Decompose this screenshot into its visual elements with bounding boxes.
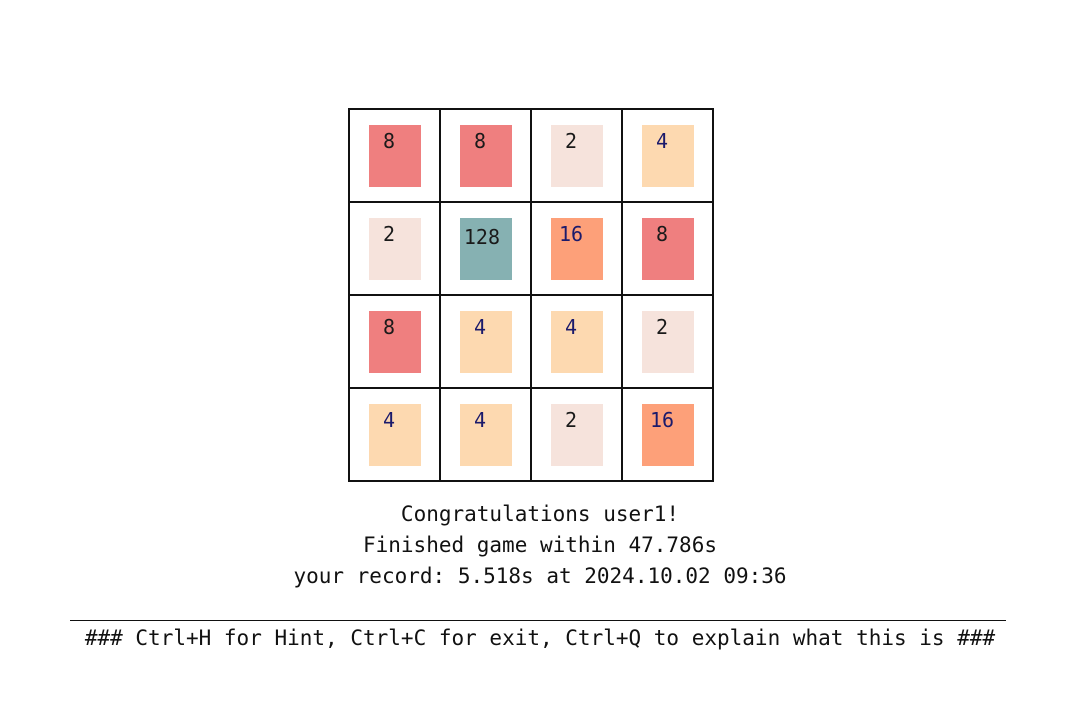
tile-value: 16 [649, 408, 675, 432]
congratulations-message: Congratulations user1! [400, 502, 680, 526]
board-cell: 4 [441, 389, 532, 482]
tile-value: 8 [655, 222, 669, 246]
tile: 8 [369, 311, 421, 373]
tile-value: 16 [558, 222, 584, 246]
tile-value: 8 [473, 129, 487, 153]
tile: 4 [460, 311, 512, 373]
tile-value: 4 [655, 129, 669, 153]
board-cell: 8 [623, 203, 714, 296]
board-cell: 8 [441, 110, 532, 203]
tile-value: 4 [473, 315, 487, 339]
tile-value: 2 [564, 408, 578, 432]
tile: 2 [551, 125, 603, 187]
board-cell: 2 [623, 296, 714, 389]
tile: 4 [642, 125, 694, 187]
tile: 16 [642, 404, 694, 466]
tile: 8 [369, 125, 421, 187]
record-message: your record: 5.518s at 2024.10.02 09:36 [293, 564, 787, 588]
tile: 2 [369, 218, 421, 280]
tile: 4 [460, 404, 512, 466]
board-cell: 16 [623, 389, 714, 482]
tile-value: 4 [382, 408, 396, 432]
game-board: 8 8 2 4 2 128 16 8 8 4 4 2 4 4 2 16 [348, 108, 714, 482]
tile-value: 2 [655, 315, 669, 339]
board-cell: 2 [532, 389, 623, 482]
tile-value: 8 [382, 315, 396, 339]
footer-divider [70, 620, 1006, 621]
tile: 8 [642, 218, 694, 280]
tile-value: 8 [382, 129, 396, 153]
tile: 4 [551, 311, 603, 373]
tile: 128 [460, 218, 512, 280]
keyboard-help-text: ### Ctrl+H for Hint, Ctrl+C for exit, Ct… [84, 626, 996, 650]
tile-value: 128 [463, 225, 500, 249]
tile-value: 2 [382, 222, 396, 246]
tile-value: 4 [473, 408, 487, 432]
tile-value: 2 [564, 129, 578, 153]
board-cell: 8 [350, 296, 441, 389]
board-cell: 4 [623, 110, 714, 203]
board-cell: 2 [532, 110, 623, 203]
tile-value: 4 [564, 315, 578, 339]
tile: 2 [642, 311, 694, 373]
board-cell: 2 [350, 203, 441, 296]
board-cell: 8 [350, 110, 441, 203]
tile: 4 [369, 404, 421, 466]
board-cell: 4 [532, 296, 623, 389]
board-cell: 4 [441, 296, 532, 389]
tile: 16 [551, 218, 603, 280]
tile: 8 [460, 125, 512, 187]
finish-time-message: Finished game within 47.786s [362, 533, 717, 557]
board-cell: 16 [532, 203, 623, 296]
board-cell: 4 [350, 389, 441, 482]
board-cell: 128 [441, 203, 532, 296]
tile: 2 [551, 404, 603, 466]
